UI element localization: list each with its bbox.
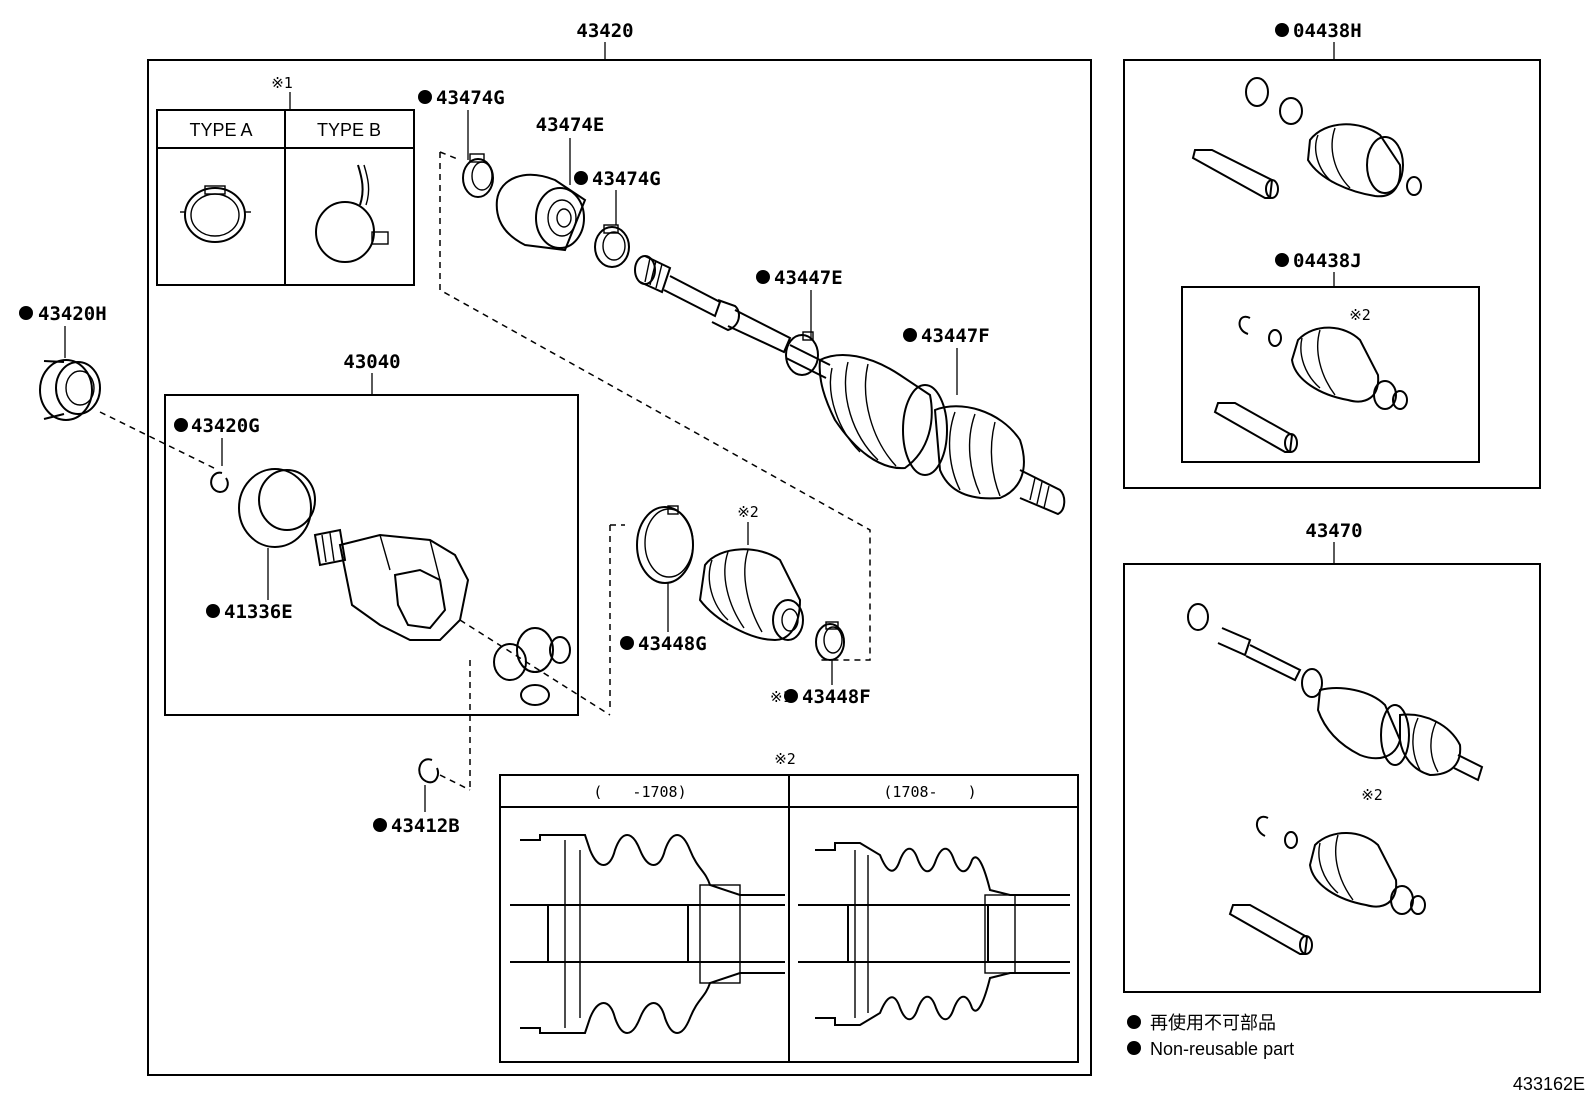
boot-versions-table bbox=[499, 774, 1079, 1063]
non-reusable-dot-43448g bbox=[620, 636, 634, 650]
legend-dot-2 bbox=[1127, 1041, 1141, 1055]
legend-japanese: 再使用不可部品 bbox=[1150, 1013, 1276, 1033]
inner-joint-part-number[interactable]: 43040 bbox=[343, 351, 400, 373]
type-a-clamp-icon bbox=[180, 185, 251, 243]
legend-english: Non-reusable part bbox=[1150, 1039, 1294, 1059]
part-43420g-label[interactable]: 43420G bbox=[191, 415, 260, 437]
snap-ring-43412b-icon bbox=[418, 758, 439, 784]
shaft-assembly-icon bbox=[1187, 603, 1484, 782]
damper-43474e-icon bbox=[495, 173, 587, 252]
part-41336e-label[interactable]: 41336E bbox=[224, 601, 293, 623]
part-43474g-b-label[interactable]: 43474G bbox=[592, 168, 661, 190]
clamp-43448f-icon bbox=[815, 621, 845, 661]
boot-group-boundary bbox=[439, 152, 871, 661]
clamp-43448g-icon bbox=[636, 505, 694, 584]
assembly-frame bbox=[147, 59, 1092, 1076]
seal-43420h-icon bbox=[39, 359, 101, 421]
clamp-type-table bbox=[156, 109, 415, 286]
assembly-part-number[interactable]: 43420 bbox=[576, 20, 633, 42]
part-43448f-label[interactable]: 43448F bbox=[802, 686, 871, 708]
legend-dot bbox=[1127, 1015, 1141, 1029]
boot-kit-outer-contents-icon bbox=[1191, 77, 1422, 199]
inner-boot-ref-mark: ※2 bbox=[737, 503, 759, 521]
boot-kit-inner-part-number[interactable]: 04438J bbox=[1293, 250, 1362, 272]
non-reusable-dot-43447e bbox=[756, 270, 770, 284]
type-b-clamp-icon bbox=[315, 164, 389, 263]
axis-line-inner-joint bbox=[459, 619, 611, 716]
shaft-assembly-part-number[interactable]: 43470 bbox=[1305, 520, 1362, 542]
non-reusable-dot-43474g-a bbox=[418, 90, 432, 104]
non-reusable-dot-41336e bbox=[206, 604, 220, 618]
drive-shaft-icon bbox=[634, 255, 792, 354]
part-43474e-label[interactable]: 43474E bbox=[536, 114, 605, 136]
snap-ring-43420g-icon bbox=[210, 471, 229, 494]
part-43448g-label[interactable]: 43448G bbox=[638, 633, 707, 655]
boot-kit-outer-part-number[interactable]: 04438H bbox=[1293, 20, 1362, 42]
boot-kit-inner-frame bbox=[1181, 286, 1480, 463]
clamp-type-ref-mark: ※1 bbox=[271, 74, 293, 92]
shaft-assembly-frame bbox=[1123, 563, 1541, 993]
boot-versions-ref-mark: ※2 bbox=[774, 750, 796, 768]
ring-41336e-icon bbox=[238, 468, 316, 548]
non-reusable-dot-43420h bbox=[19, 306, 33, 320]
outer-boot-assembly-icon bbox=[785, 344, 1066, 516]
shaft-assembly-boot-kit-icon bbox=[1228, 815, 1426, 955]
version-after-1708-label: (1708- ) bbox=[883, 783, 976, 801]
boot-kit-outer-frame bbox=[1123, 59, 1541, 489]
non-reusable-dot-43412b bbox=[373, 818, 387, 832]
non-reusable-dot-43447f bbox=[903, 328, 917, 342]
inner-joint-frame bbox=[164, 394, 579, 716]
shaft-assembly-ref-mark: ※2 bbox=[1361, 786, 1383, 804]
boot-section-after-icon bbox=[798, 842, 1070, 1026]
part-43474g-a-label[interactable]: 43474G bbox=[436, 87, 505, 109]
part-43447f-label[interactable]: 43447F bbox=[921, 325, 990, 347]
part-43412b-label[interactable]: 43412B bbox=[391, 815, 460, 837]
diagram-id: 433162E bbox=[1513, 1074, 1585, 1094]
version-before-1708-label: ( -1708) bbox=[593, 783, 686, 801]
clamp-43447e-icon bbox=[785, 331, 819, 376]
type-b-label: TYPE B bbox=[317, 120, 381, 140]
boot-kit-inner-ref-mark: ※2 bbox=[1349, 306, 1371, 324]
non-reusable-dot-43474g-b bbox=[574, 171, 588, 185]
boot-kit-inner-contents-icon bbox=[1213, 315, 1408, 453]
tripod-joint-icon bbox=[493, 627, 571, 706]
non-reusable-dot-04438h bbox=[1275, 23, 1289, 37]
clamp-43474g-a-icon bbox=[462, 153, 494, 198]
non-reusable-dot-04438j bbox=[1275, 253, 1289, 267]
clamp-43474g-b-icon bbox=[594, 224, 630, 268]
type-a-label: TYPE A bbox=[189, 120, 252, 140]
boot-section-before-icon bbox=[510, 834, 785, 1034]
part-43447e-label[interactable]: 43447E bbox=[774, 267, 843, 289]
inner-joint-housing-icon bbox=[313, 528, 470, 641]
non-reusable-dot-43420g bbox=[174, 418, 188, 432]
non-reusable-dot-43448f bbox=[784, 689, 798, 703]
part-43420h-label[interactable]: 43420H bbox=[38, 303, 107, 325]
inner-boot-icon bbox=[698, 548, 804, 642]
